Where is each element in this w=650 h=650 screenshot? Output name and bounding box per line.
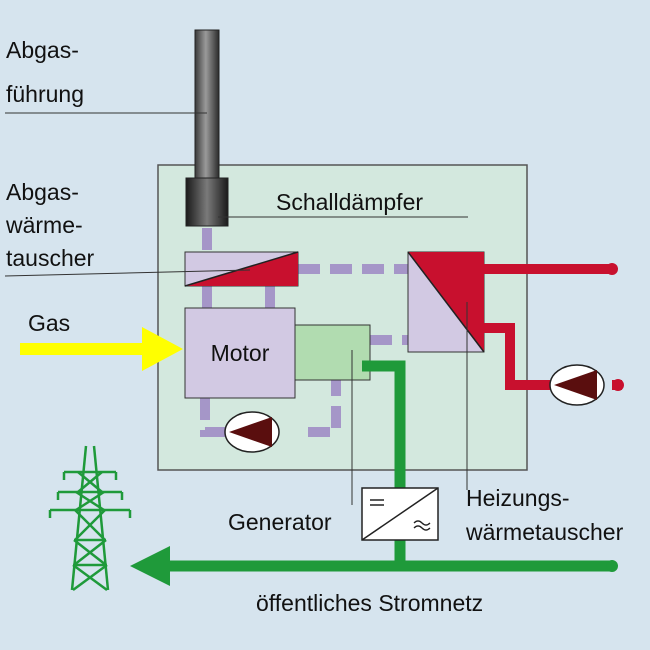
exhaust-duct-label: Abgas- führung <box>6 37 85 107</box>
generator-label: Generator <box>228 509 332 535</box>
power-pylon-icon <box>48 445 132 592</box>
heating-heat-exchanger-label: Heizungs- wärmetauscher <box>465 485 624 545</box>
silencer-body <box>185 177 229 227</box>
motor-box <box>184 307 296 399</box>
power-lines <box>168 360 612 572</box>
grid-arrow <box>130 546 170 586</box>
chimney-icon <box>185 29 229 227</box>
pump-icon <box>549 364 605 406</box>
heating-heat-exchanger <box>407 251 485 353</box>
silencer-label: Schalldämpfer <box>276 189 423 215</box>
inverter-icon <box>361 487 439 541</box>
coolant-pipes <box>200 228 412 437</box>
pump-icon <box>224 411 280 453</box>
generator-box <box>294 324 371 381</box>
gas-label: Gas <box>28 310 70 336</box>
grid-label: öffentliches Stromnetz <box>256 590 483 616</box>
leader-lines <box>4 112 468 505</box>
gas-arrow <box>20 327 183 371</box>
exhaust-heat-exchanger-label: Abgas- wärme- tauscher <box>5 179 95 271</box>
motor-label: Motor <box>211 340 270 366</box>
exhaust-heat-exchanger <box>184 251 299 287</box>
